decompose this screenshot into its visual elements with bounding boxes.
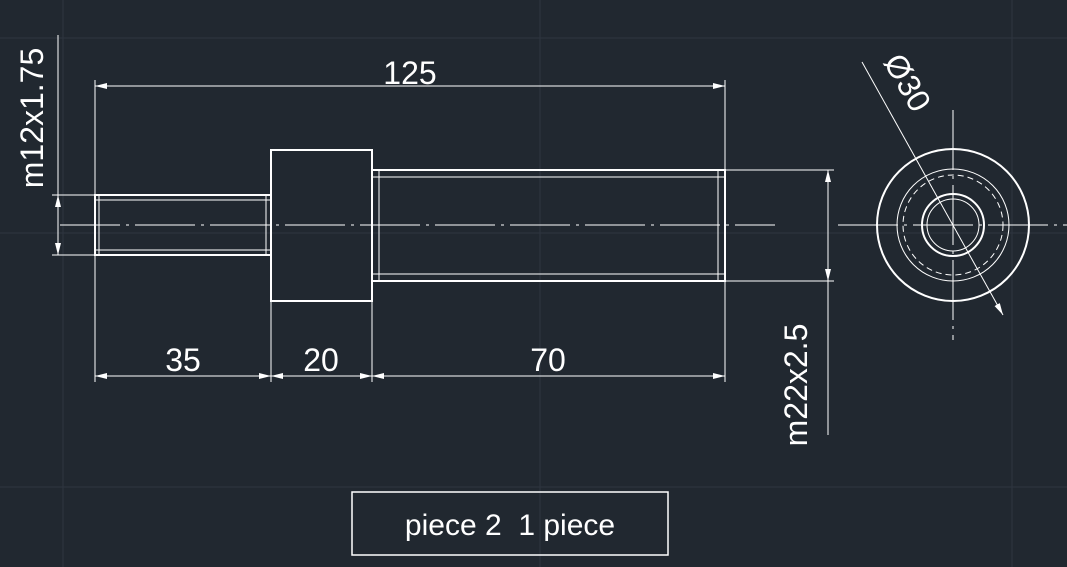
bore-inner-circle — [926, 198, 980, 252]
left-segment-text: 35 — [165, 342, 201, 378]
collar-outer-circle — [876, 148, 1030, 302]
dimension-lines — [52, 35, 834, 435]
large-thread-outer-circle — [896, 168, 1010, 282]
right-segment-text: 70 — [530, 342, 566, 378]
overall-length-text: 125 — [383, 55, 436, 91]
diameter-text: Ø30 — [877, 47, 938, 117]
large-thread-text: m22x2.5 — [778, 324, 814, 447]
large-thread-root-circle — [902, 174, 1004, 276]
diameter-leader-line — [861, 61, 1004, 316]
shaft-end-view — [838, 61, 1067, 340]
middle-segment-text: 20 — [303, 342, 339, 378]
bore-outer-circle — [921, 193, 985, 257]
title-block-label: piece 2 1 piece — [405, 509, 615, 542]
small-thread-text: m12x1.75 — [14, 48, 50, 189]
title-block: piece 2 1 piece — [351, 491, 669, 556]
